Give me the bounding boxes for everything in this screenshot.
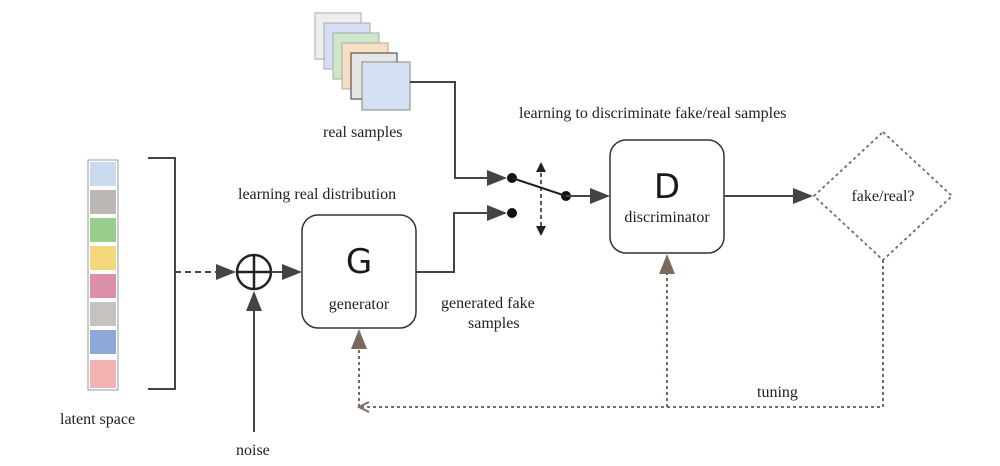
generated-fake-label-line1: generated fake xyxy=(441,295,535,312)
latent-cell-6 xyxy=(90,330,116,354)
noise-label: noise xyxy=(236,442,270,459)
sum-node xyxy=(235,253,273,291)
generated-fake-label-line2: samples xyxy=(468,315,520,332)
real-samples-to-switch-arrow xyxy=(410,81,507,186)
input-switch xyxy=(507,162,571,236)
real-samples-label: real samples xyxy=(323,124,403,141)
generator-label: generator xyxy=(329,296,390,313)
latent-bracket xyxy=(148,157,176,390)
tuning-feedback-line xyxy=(362,260,884,408)
latent-cell-2 xyxy=(90,218,116,242)
latent-cell-1 xyxy=(90,190,116,214)
latent-cell-7 xyxy=(90,360,116,388)
latent-cell-5 xyxy=(90,302,116,326)
real-samples-stack xyxy=(314,12,411,111)
learning-discriminate-label: learning to discriminate fake/real sampl… xyxy=(519,105,786,122)
discriminator-letter: D xyxy=(654,167,680,207)
tuning-label: tuning xyxy=(757,384,798,401)
discriminator-label: discriminator xyxy=(624,209,710,226)
fake-real-decision: fake/real? xyxy=(812,130,954,262)
latent-cell-0 xyxy=(90,162,116,186)
generator-to-switch-arrow xyxy=(416,205,507,273)
latent-space-label: latent space xyxy=(60,411,135,428)
generator-box: G generator xyxy=(301,214,417,329)
latent-cell-4 xyxy=(90,274,116,298)
generator-letter: G xyxy=(346,242,372,282)
latent-vector xyxy=(87,159,119,391)
real-sample-card-5 xyxy=(361,61,411,111)
latent-cell-3 xyxy=(90,246,116,270)
fake-real-label: fake/real? xyxy=(851,188,914,205)
learning-real-distribution-label: learning real distribution xyxy=(238,186,396,203)
discriminator-box: D discriminator xyxy=(609,139,725,254)
tuning-return-arrowhead xyxy=(356,401,370,413)
